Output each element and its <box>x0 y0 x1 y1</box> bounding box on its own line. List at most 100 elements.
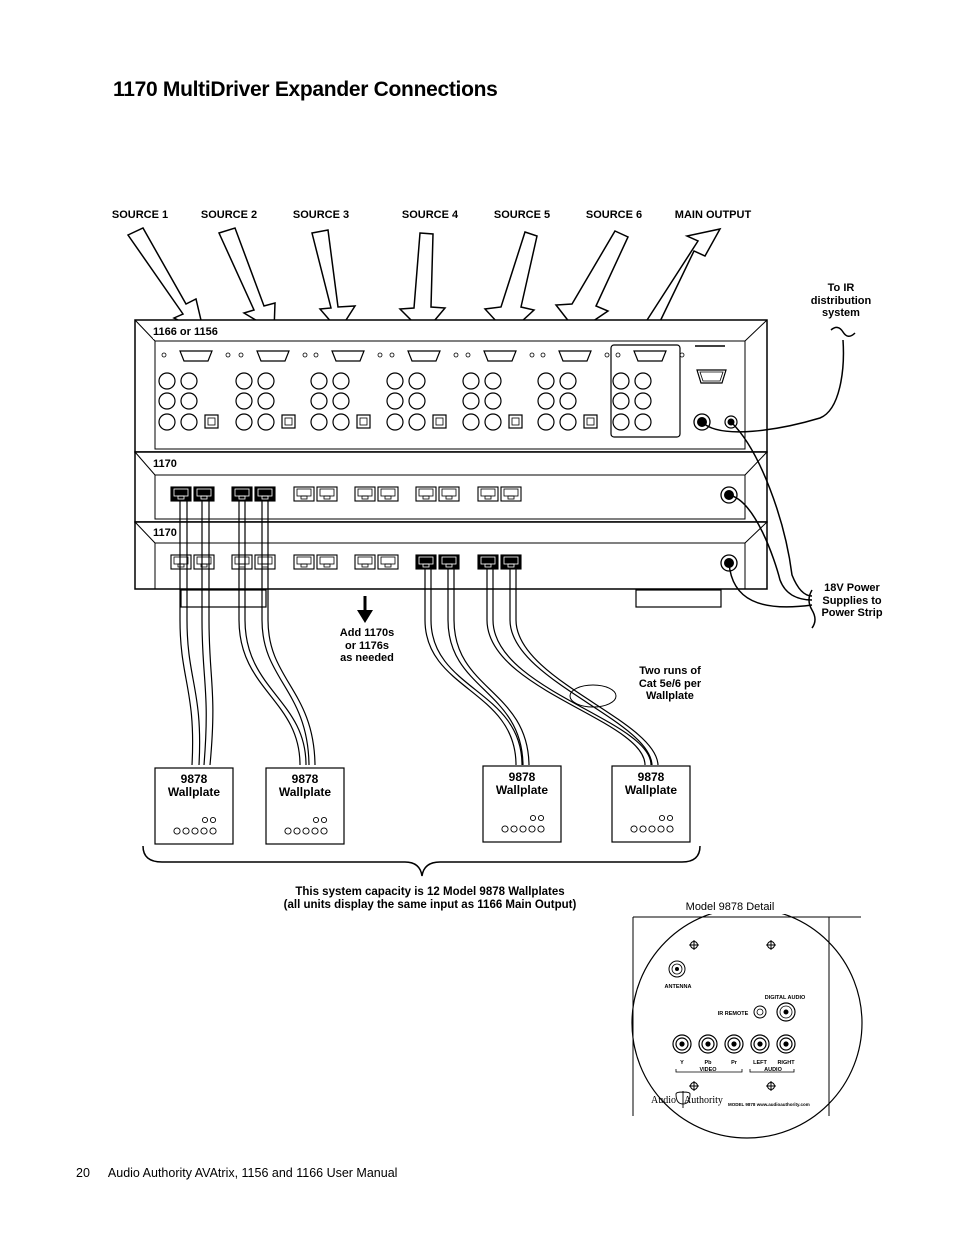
rca-jack <box>484 372 502 390</box>
ir-jack-hole <box>666 814 674 822</box>
antenna-label: ANTENNA <box>664 984 692 990</box>
rca-jack-hole <box>200 827 208 835</box>
rj45-port <box>193 486 215 502</box>
optical-port <box>281 414 296 429</box>
rj45-port <box>354 554 376 570</box>
two-runs-ellipse <box>569 684 617 708</box>
detail-heading: Model 9878 Detail <box>650 901 810 914</box>
rca-jack-hole <box>630 825 638 833</box>
manual-title: Audio Authority AVAtrix, 1156 and 1166 U… <box>107 1166 398 1180</box>
rca-jack <box>634 372 652 390</box>
source-connector-group-5 <box>462 350 535 431</box>
source-connector-group-6 <box>537 350 610 431</box>
screw-hole <box>604 352 610 358</box>
screw-hole <box>377 352 383 358</box>
rca-jack <box>310 392 328 410</box>
rca-jack <box>462 372 480 390</box>
unit-1166-rear-ports <box>693 369 738 431</box>
brand-right: Authority <box>684 1095 723 1106</box>
source-3-arrow <box>311 229 357 333</box>
rj45-port <box>477 554 499 570</box>
unit-1166 <box>134 319 768 453</box>
screw-hole <box>540 352 546 358</box>
rca-jack <box>386 392 404 410</box>
wallplate-2 <box>265 767 345 845</box>
rca-jack <box>559 392 577 410</box>
source-connector-group-2 <box>235 350 308 431</box>
rca-jack <box>484 413 502 431</box>
rca-jack <box>158 413 176 431</box>
source-6-label: SOURCE 6 <box>585 209 643 221</box>
vga-port <box>483 350 517 362</box>
jack-left-label: LEFT <box>753 1060 767 1066</box>
ir-jack-hole <box>201 816 209 824</box>
screw-hole <box>453 352 459 358</box>
rj45-port <box>293 486 315 502</box>
rca-jack <box>332 413 350 431</box>
rj45-port <box>316 554 338 570</box>
source-2-arrow <box>217 227 276 333</box>
digital-audio-label: DIGITAL AUDIO <box>764 995 806 1001</box>
rca-jack <box>386 372 404 390</box>
wallplate-box <box>611 765 691 843</box>
rca-jack-hole <box>639 825 647 833</box>
wallplate-1 <box>154 767 234 845</box>
audio-group-label: AUDIO <box>764 1067 782 1073</box>
wallplate-box <box>265 767 345 845</box>
rj45-port <box>170 486 192 502</box>
wallplate-box <box>482 765 562 843</box>
rca-jack-hole <box>657 825 665 833</box>
rj45-port <box>477 486 499 502</box>
rj45-port <box>500 486 522 502</box>
rca-jack <box>180 372 198 390</box>
rj45-port <box>354 486 376 502</box>
ir-jack-hole <box>529 814 537 822</box>
ir-jack-hole <box>320 816 328 824</box>
rca-jack-hole <box>666 825 674 833</box>
screw-hole <box>313 352 319 358</box>
screw-hole <box>389 352 395 358</box>
rca-jack <box>462 392 480 410</box>
rca-jack <box>158 372 176 390</box>
rca-jack <box>484 392 502 410</box>
page-number: 20 <box>76 1166 90 1180</box>
optical-port <box>583 414 598 429</box>
rca-jack <box>612 372 630 390</box>
rca-jack-hole <box>648 825 656 833</box>
source-1-arrow <box>126 227 206 335</box>
source-4-arrow <box>398 232 447 335</box>
wallplate-4 <box>611 765 691 843</box>
screw-hole <box>465 352 471 358</box>
rca-jack <box>634 392 652 410</box>
rca-jack <box>612 392 630 410</box>
screw-hole <box>679 352 685 358</box>
unit-1170-a-label: 1170 <box>153 458 177 470</box>
unit-1166-label: 1166 or 1156 <box>153 326 220 339</box>
rj45-port <box>377 486 399 502</box>
rj45-port <box>293 554 315 570</box>
rca-jack-hole <box>537 825 545 833</box>
screw-hole <box>161 352 167 358</box>
rj45-port <box>438 554 460 570</box>
vga-port <box>558 350 592 362</box>
rca-jack-hole <box>209 827 217 835</box>
cat5-cables <box>179 500 659 766</box>
optical-port-inner <box>207 417 216 426</box>
optical-port-inner <box>284 417 293 426</box>
rca-jack <box>235 372 253 390</box>
rj45-ports <box>170 486 522 570</box>
page-footer: 20 Audio Authority AVAtrix, 1156 and 1166… <box>76 1166 415 1180</box>
optical-port <box>356 414 371 429</box>
rj45-port <box>170 554 192 570</box>
rj45-port <box>500 554 522 570</box>
rca-jack-hole <box>191 827 199 835</box>
optical-port-inner <box>586 417 595 426</box>
optical-port-inner <box>435 417 444 426</box>
screw-hole <box>529 352 535 358</box>
rj45-port <box>254 554 276 570</box>
rca-jack <box>257 413 275 431</box>
